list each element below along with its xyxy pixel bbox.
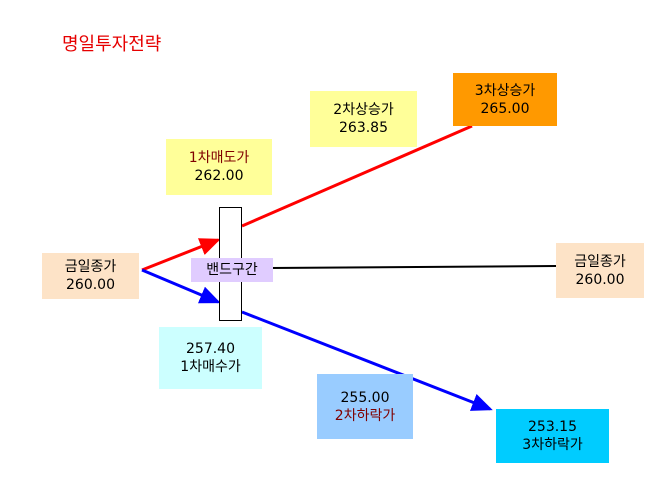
node-label: 1차매수가 xyxy=(180,359,241,375)
today-close-right-box: 금일종가 260.00 xyxy=(556,243,644,298)
up-2-box: 2차상승가 263.85 xyxy=(310,91,417,147)
node-label: 2차상승가 xyxy=(333,102,394,118)
line-up-to-3rd xyxy=(241,124,473,228)
node-value: 255.00 xyxy=(340,389,390,406)
node-value: 262.00 xyxy=(194,168,244,184)
node-value: 253.15 xyxy=(528,419,577,435)
band-line xyxy=(269,265,557,269)
node-label: 3차하락가 xyxy=(522,437,583,453)
arrow-to-buy-1 xyxy=(141,268,221,304)
node-label: 3차상승가 xyxy=(474,82,536,99)
node-value: 260.00 xyxy=(66,277,115,293)
sell-1-box: 1차매도가 262.00 xyxy=(166,139,272,195)
down-2-box: 255.00 2차하락가 xyxy=(317,374,413,439)
arrow-down-to-3rd xyxy=(241,310,493,411)
buy-1-box: 257.40 1차매수가 xyxy=(159,327,262,389)
band-label: 밴드구간 xyxy=(191,258,273,282)
node-value: 263.85 xyxy=(339,120,388,136)
up-3-box: 3차상승가 265.00 xyxy=(453,73,557,126)
arrow-to-sell-1 xyxy=(141,238,221,272)
node-label: 2차하락가 xyxy=(334,407,396,424)
today-close-left-box: 금일종가 260.00 xyxy=(42,253,139,299)
down-3-box: 253.15 3차하락가 xyxy=(496,409,609,463)
node-value: 257.40 xyxy=(186,341,235,357)
node-label: 1차매도가 xyxy=(188,150,250,166)
node-value: 265.00 xyxy=(480,100,530,117)
page-title: 명일투자전략 xyxy=(62,34,162,55)
node-value: 260.00 xyxy=(575,271,625,288)
node-label: 금일종가 xyxy=(574,253,626,270)
node-label: 금일종가 xyxy=(64,259,117,275)
